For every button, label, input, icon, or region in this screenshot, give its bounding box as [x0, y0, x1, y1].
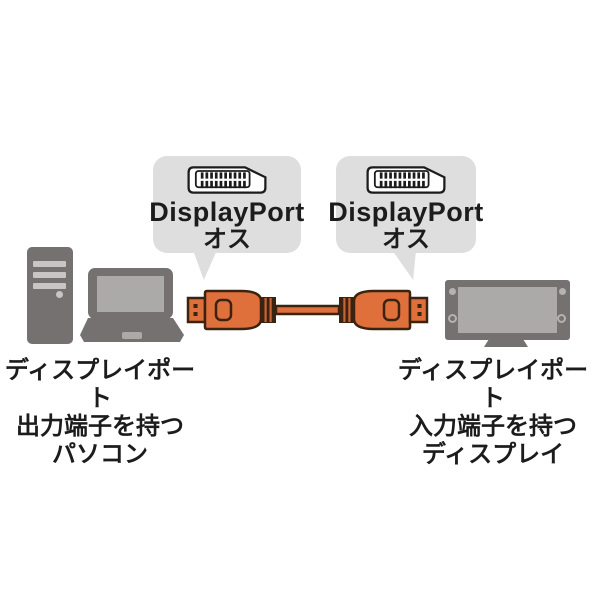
screw-icon [449, 288, 456, 295]
screw-icon [448, 314, 457, 323]
callout-left-title: DisplayPort [149, 197, 305, 227]
laptop-screen [97, 276, 164, 312]
callout-left-gender: オス [203, 226, 251, 253]
callout-right-tail [392, 250, 416, 280]
caption-source-line2: 出力端子を持つ [16, 413, 184, 440]
caption-source-line1: ディスプレイポート [4, 357, 196, 412]
screw-icon [557, 314, 566, 323]
monitor-stand [484, 340, 528, 347]
caption-destination-line2: 入力端子を持つ [409, 413, 577, 440]
caption-source: ディスプレイポート 出力端子を持つ パソコン [2, 357, 198, 469]
tower-power-button-icon [56, 291, 63, 298]
tower-vent-bar [33, 283, 66, 289]
caption-destination-line1: ディスプレイポート [397, 357, 589, 412]
callout-left: DisplayPort オス [149, 156, 304, 253]
callout-right-title: DisplayPort [328, 197, 484, 227]
laptop-touchpad [122, 332, 142, 339]
desktop-pc-icon [27, 247, 73, 344]
screw-icon [559, 288, 566, 295]
callout-left-tail [193, 250, 217, 280]
callout-right-gender: オス [382, 226, 430, 253]
displayport-connector-icon [183, 166, 271, 194]
caption-source-line3: パソコン [52, 441, 148, 468]
displayport-cable-icon [186, 289, 429, 331]
tower-vent-bar [33, 272, 66, 278]
callout-right: DisplayPort オス [328, 156, 483, 253]
displayport-connector-icon [362, 166, 450, 194]
caption-destination: ディスプレイポート 入力端子を持つ ディスプレイ [395, 357, 591, 469]
monitor-screen [458, 287, 557, 333]
caption-destination-line3: ディスプレイ [421, 441, 565, 468]
tower-vent-bar [33, 261, 66, 267]
